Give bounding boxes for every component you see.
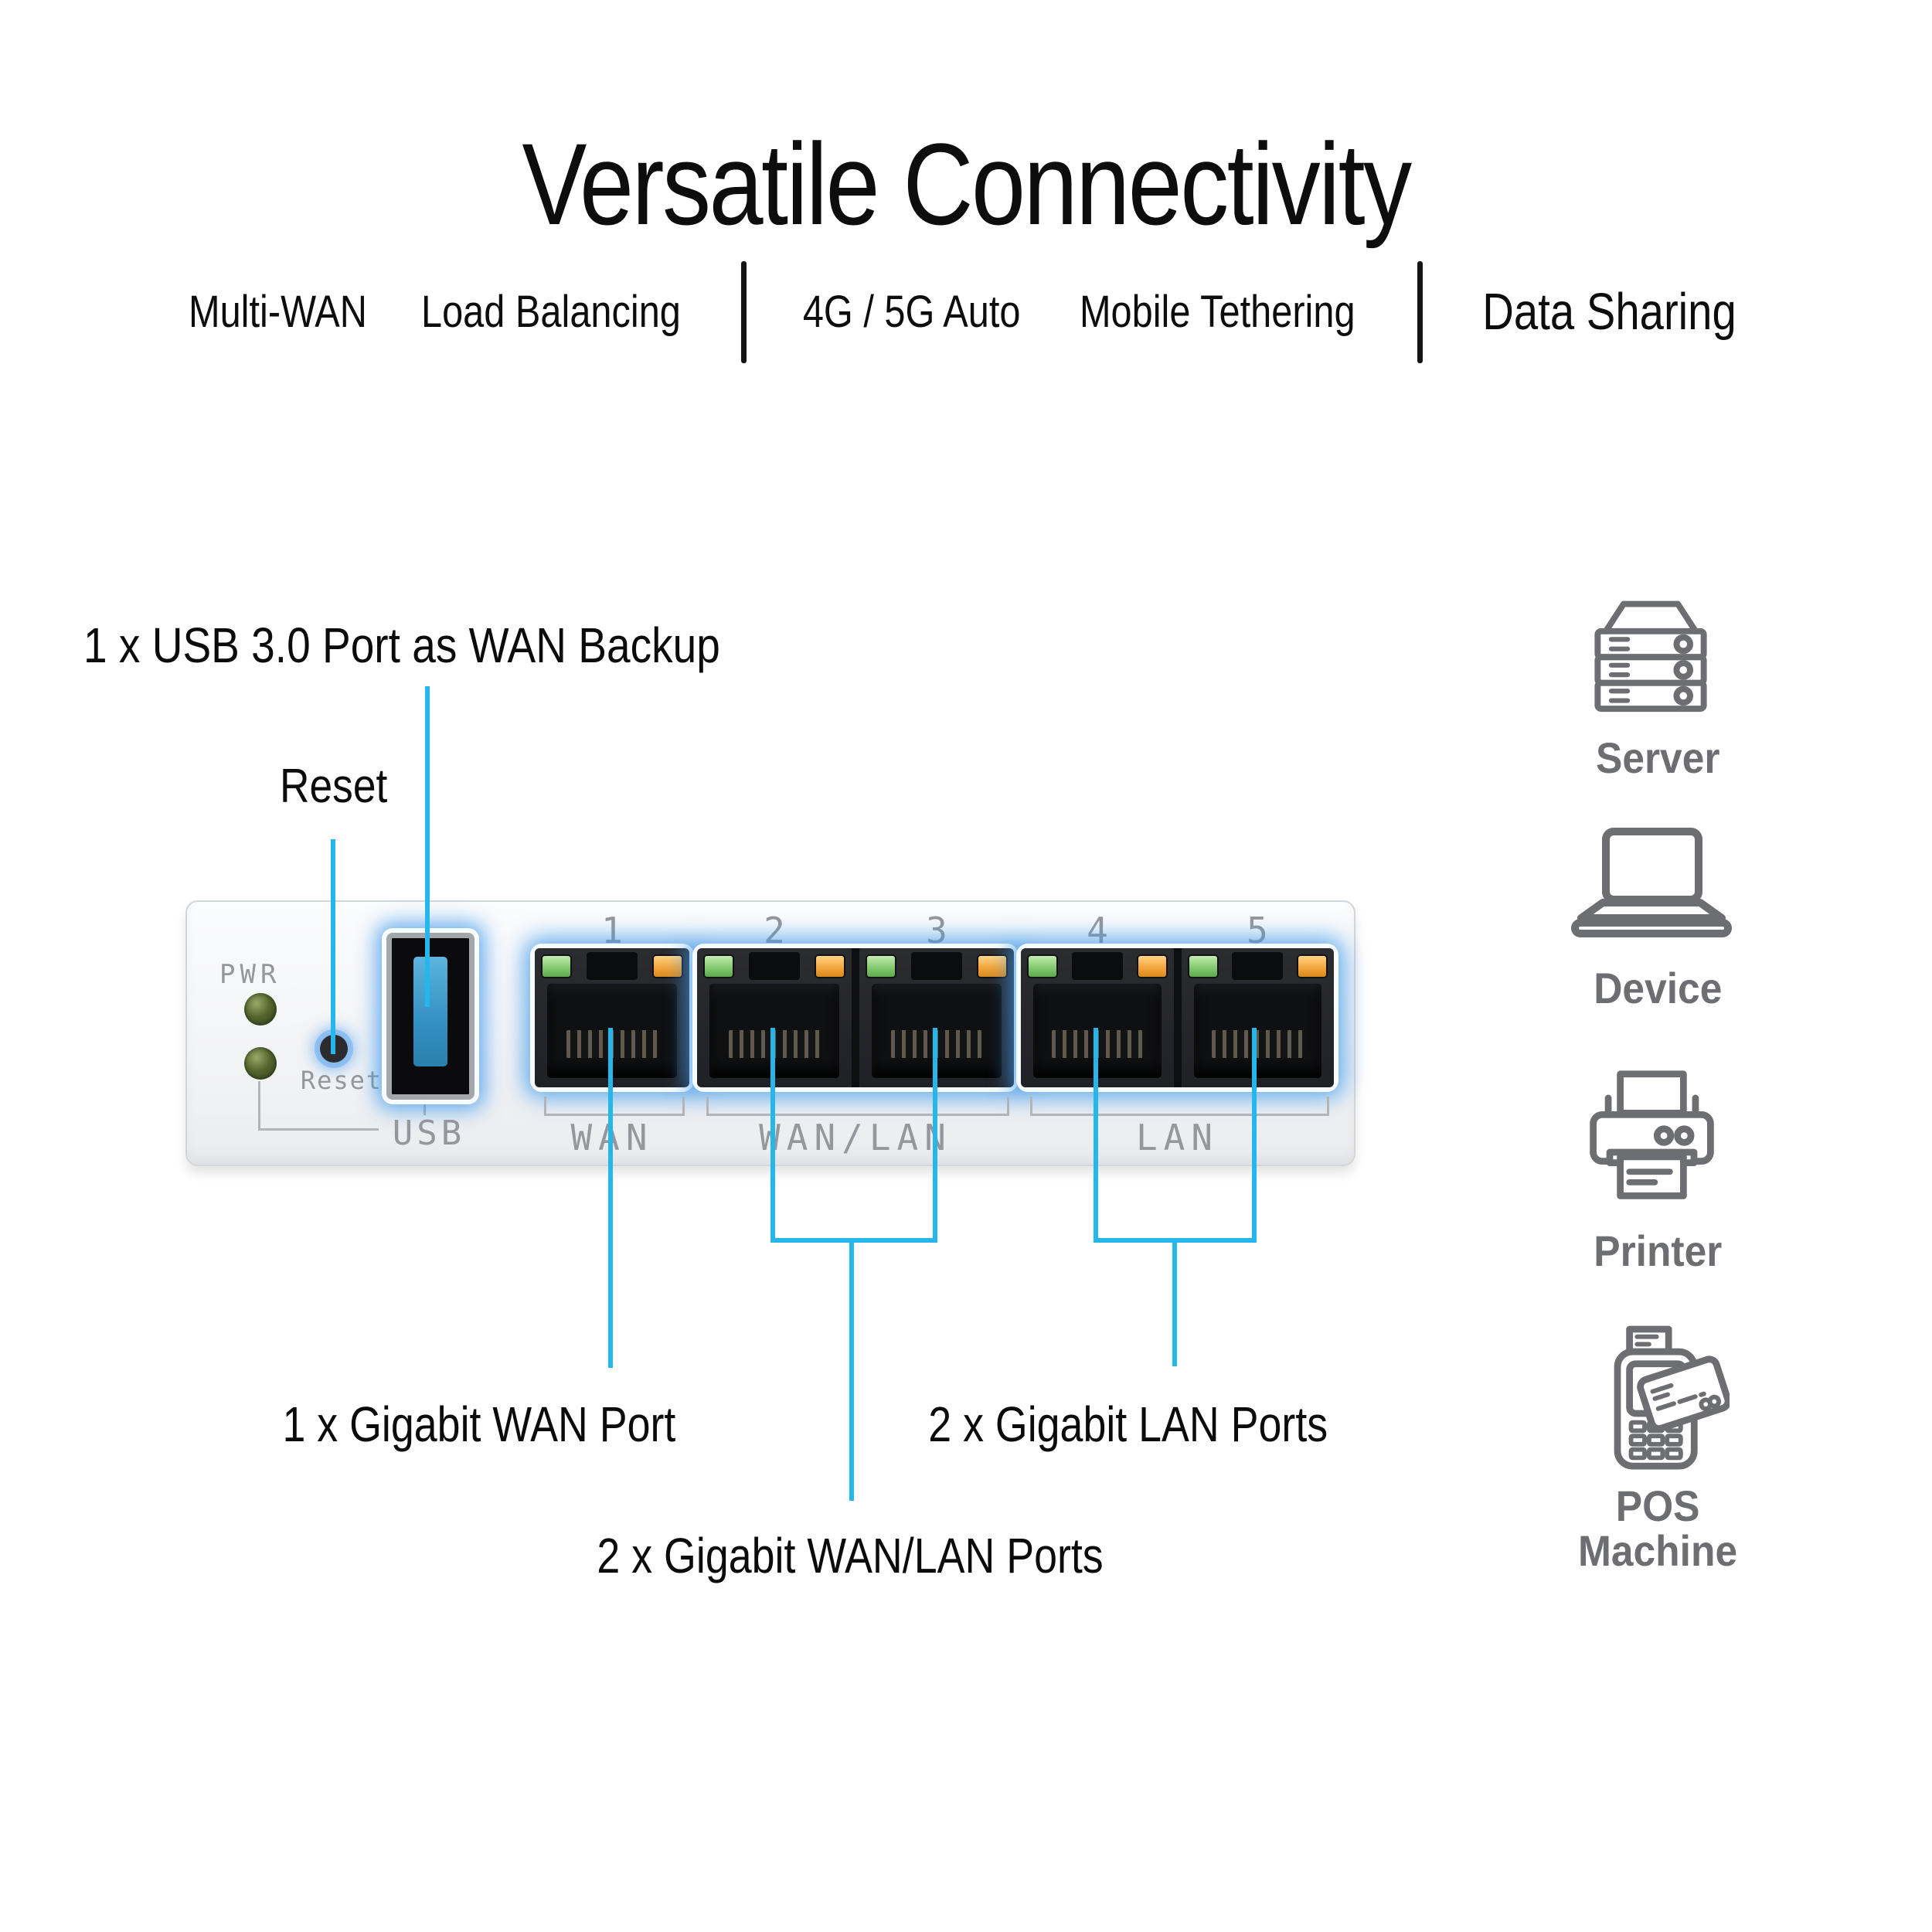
activity-led-icon <box>652 954 683 978</box>
feature-line: Multi-WAN <box>188 286 367 337</box>
wanlan-callout-joint <box>770 1238 937 1243</box>
wanlan-ports-label: 2 x Gigabit WAN/LAN Ports <box>597 1528 1104 1583</box>
pos-label: POS <box>1615 1481 1700 1530</box>
wanlan-port-group <box>697 948 1014 1087</box>
usb-leader-line <box>423 1094 426 1115</box>
server-icon <box>1583 590 1719 726</box>
feature-line: Mobile Tethering <box>1080 286 1355 337</box>
lan-ports-label: 2 x Gigabit LAN Ports <box>928 1396 1328 1452</box>
feature-line: Load Balancing <box>421 286 681 337</box>
wanlan-callout-line <box>849 1238 854 1501</box>
rj45-clip-slot <box>911 952 962 980</box>
port-separator <box>1173 948 1182 1087</box>
port5-callout-line <box>1252 1028 1257 1243</box>
link-led-icon <box>541 954 572 978</box>
usb-tongue <box>413 957 447 1066</box>
port-number: 2 <box>764 910 785 951</box>
rj45-clip-slot <box>1071 952 1123 980</box>
link-led-icon <box>866 954 896 978</box>
printer-label: Printer <box>1593 1226 1723 1275</box>
feature-list: Multi-WAN Load Balancing 4G / 5G Auto Mo… <box>0 261 1932 363</box>
rj45-clip-slot <box>587 952 638 980</box>
wan-port-label: 1 x Gigabit WAN Port <box>282 1396 676 1452</box>
ethernet-port-5 <box>1181 948 1334 1087</box>
port2-callout-line <box>770 1028 775 1243</box>
reset-panel-label: Reset <box>300 1066 383 1095</box>
port3-callout-line <box>933 1028 937 1243</box>
lan-callout-line <box>1172 1238 1177 1366</box>
device-label: Device <box>1593 964 1723 1012</box>
activity-led-icon <box>815 954 845 978</box>
usb-callout-label: 1 x USB 3.0 Port as WAN Backup <box>83 617 720 673</box>
usb-callout-line <box>425 686 430 1007</box>
port4-callout-line <box>1094 1028 1098 1243</box>
server-label: Server <box>1595 733 1720 782</box>
lan-group-label: LAN <box>1135 1117 1219 1158</box>
activity-led-icon <box>1297 954 1328 978</box>
usb-panel-label: USB <box>392 1114 466 1153</box>
reset-callout-label: Reset <box>280 760 388 813</box>
wan-callout-line <box>608 1028 613 1368</box>
page-title: Versatile Connectivity <box>522 119 1412 249</box>
link-led-icon <box>1027 954 1058 978</box>
pos-terminal-icon <box>1590 1323 1730 1474</box>
activity-led-icon <box>977 954 1008 978</box>
port-number: 1 <box>601 910 623 951</box>
link-led-icon <box>703 954 734 978</box>
link-led-icon <box>1187 954 1219 978</box>
pwr-label: PWR <box>219 959 281 990</box>
printer-icon <box>1577 1068 1727 1207</box>
rj45-socket <box>1193 984 1321 1078</box>
feature-divider <box>740 261 747 363</box>
wan-bracket <box>544 1097 685 1116</box>
feature-data-sharing: Data Sharing <box>1458 281 1760 344</box>
usb3-port <box>386 933 474 1100</box>
port-separator <box>852 948 859 1087</box>
wanlan-bracket <box>706 1097 1009 1116</box>
led-leader-line <box>258 1128 379 1131</box>
port-number: 3 <box>926 910 947 951</box>
laptop-icon <box>1563 825 1740 941</box>
activity-led-icon <box>1136 954 1168 978</box>
wanlan-group-label: WAN/LAN <box>759 1117 952 1158</box>
port-number: 4 <box>1087 910 1108 951</box>
feature-line: 4G / 5G Auto <box>802 286 1021 337</box>
port-number: 5 <box>1247 910 1268 951</box>
lan-bracket <box>1030 1097 1329 1116</box>
feature-line: Data Sharing <box>1482 283 1736 342</box>
feature-divider <box>1417 261 1423 363</box>
rj45-clip-slot <box>749 952 800 980</box>
status-led <box>244 1047 277 1080</box>
feature-multi-wan: Multi-WAN Load Balancing <box>172 285 706 340</box>
pos-label-line2: Machine <box>1577 1526 1738 1575</box>
lan-port-group <box>1021 948 1334 1087</box>
reset-callout-line <box>331 839 335 1054</box>
feature-mobile-tethering: 4G / 5G Auto Mobile Tethering <box>782 285 1382 340</box>
led-leader-line <box>258 1081 260 1131</box>
rj45-clip-slot <box>1232 952 1284 980</box>
rj45-pins <box>1212 1030 1304 1058</box>
power-led <box>244 993 277 1026</box>
